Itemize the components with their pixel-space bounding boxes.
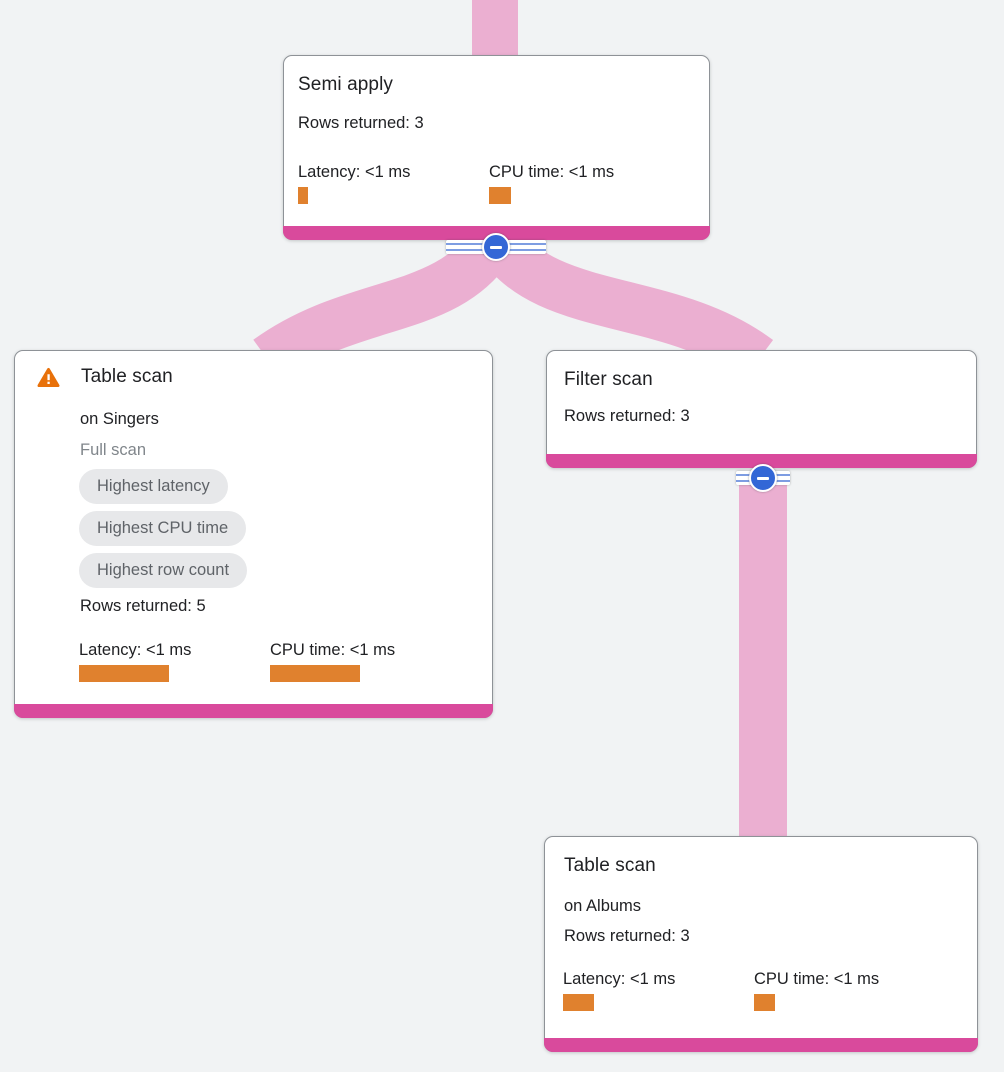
edge-semi-apply-to-filter-scan bbox=[474, 222, 774, 381]
badge-highest-cpu-time: Highest CPU time bbox=[79, 511, 247, 546]
node-title: Semi apply bbox=[298, 74, 393, 95]
cpu-label: CPU time: <1 ms bbox=[489, 163, 615, 181]
cpu-bar bbox=[270, 665, 360, 682]
cpu-metric: CPU time: <1 ms bbox=[270, 638, 461, 682]
latency-bar bbox=[79, 665, 169, 682]
edge-filter-scan-to-table-scan-albums bbox=[739, 472, 787, 838]
node-footer-bar bbox=[546, 454, 977, 468]
latency-label: Latency: <1 ms bbox=[298, 163, 411, 181]
node-table-scan-albums[interactable]: Table scan on Albums Rows returned: 3 La… bbox=[544, 836, 978, 1052]
collapse-button-semi-apply[interactable] bbox=[446, 233, 546, 261]
latency-metric: Latency: <1 ms bbox=[298, 160, 489, 204]
edge-parent-to-semi-apply bbox=[472, 0, 518, 58]
scan-type: Full scan bbox=[80, 441, 147, 459]
cpu-metric: CPU time: <1 ms bbox=[489, 160, 680, 204]
latency-bar bbox=[563, 994, 594, 1011]
latency-label: Latency: <1 ms bbox=[79, 641, 192, 659]
cpu-bar bbox=[489, 187, 511, 204]
cpu-label: CPU time: <1 ms bbox=[270, 641, 396, 659]
node-table-scan-singers[interactable]: Table scan on Singers Full scan Highest … bbox=[14, 350, 493, 718]
latency-label: Latency: <1 ms bbox=[563, 970, 676, 988]
rows-returned: Rows returned: 3 bbox=[564, 927, 690, 945]
node-title: Table scan bbox=[564, 855, 656, 876]
cpu-label: CPU time: <1 ms bbox=[754, 970, 880, 988]
latency-bar bbox=[298, 187, 308, 204]
scan-target: on Singers bbox=[80, 410, 159, 428]
badge-highest-latency: Highest latency bbox=[79, 469, 228, 504]
rows-returned: Rows returned: 5 bbox=[80, 597, 206, 615]
badge-highest-row-count: Highest row count bbox=[79, 553, 248, 588]
node-footer-bar bbox=[544, 1038, 978, 1052]
rows-returned: Rows returned: 3 bbox=[298, 114, 424, 132]
collapse-minus-icon[interactable] bbox=[482, 233, 510, 261]
collapse-minus-icon[interactable] bbox=[749, 464, 777, 492]
node-footer-bar bbox=[14, 704, 493, 718]
node-filter-scan[interactable]: Filter scan Rows returned: 3 bbox=[546, 350, 977, 468]
rows-returned: Rows returned: 3 bbox=[564, 407, 690, 425]
node-title: Filter scan bbox=[564, 369, 653, 390]
cpu-metric: CPU time: <1 ms bbox=[754, 967, 945, 1011]
edge-semi-apply-to-table-scan-singers bbox=[253, 222, 518, 381]
node-semi-apply[interactable]: Semi apply Rows returned: 3 Latency: <1 … bbox=[283, 55, 710, 240]
latency-metric: Latency: <1 ms bbox=[79, 638, 270, 682]
node-title: Table scan bbox=[81, 366, 173, 387]
scan-target: on Albums bbox=[564, 897, 642, 915]
warning-icon bbox=[37, 367, 60, 387]
collapse-button-filter-scan[interactable] bbox=[736, 464, 790, 492]
latency-metric: Latency: <1 ms bbox=[563, 967, 754, 1011]
cpu-bar bbox=[754, 994, 775, 1011]
